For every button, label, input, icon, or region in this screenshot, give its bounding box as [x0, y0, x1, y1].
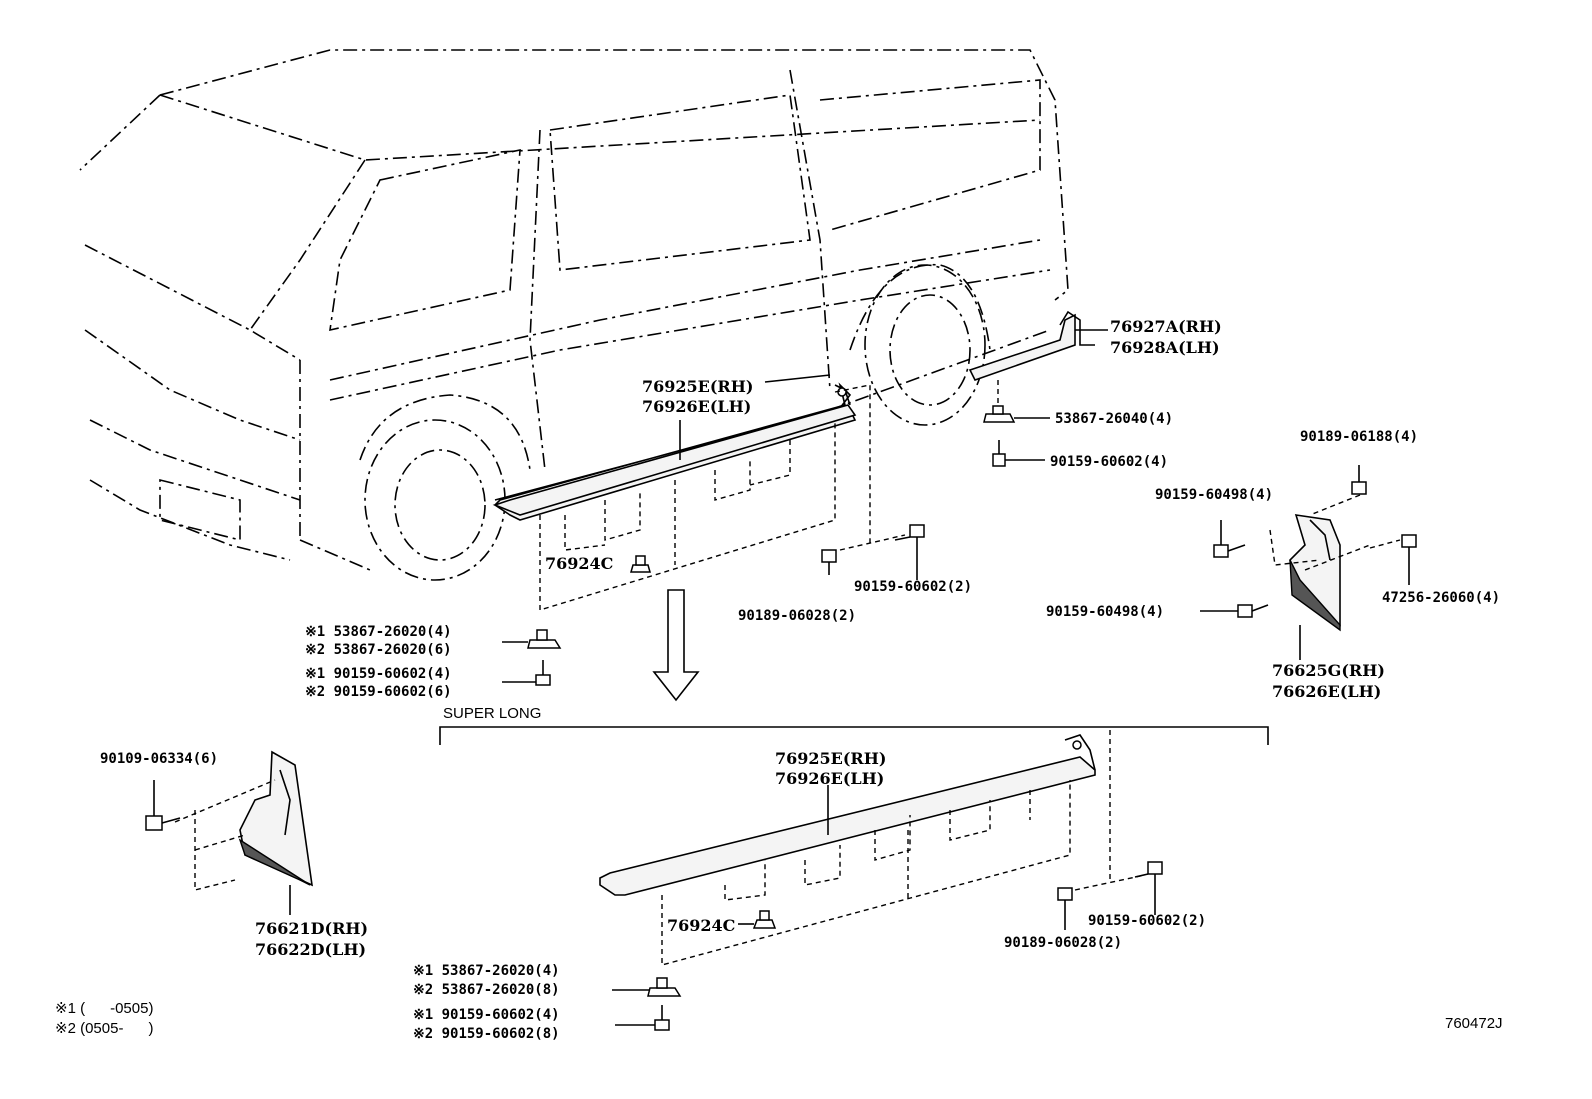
clip-47256-26060 [1369, 534, 1417, 585]
label-mudflap-front-lh: 76622D(LH) [255, 940, 367, 959]
rear-mudflap [1269, 494, 1371, 660]
note-x2: ※2 (0505- ) [55, 1020, 154, 1037]
bolt-90159-60602-lower-end [1134, 861, 1163, 915]
label-bolt-90189-06028-2-a: 90189-06028(2) [738, 608, 857, 624]
bolt-90159-60498-upper [1213, 520, 1246, 558]
super-long-bracket [439, 726, 1269, 745]
nut-53867-26020-upper [502, 629, 562, 649]
nut-53867-26020-lower [612, 977, 682, 997]
bolt-90189-06028-lower [1057, 874, 1146, 930]
label-bolt-90189-06188: 90189-06188(4) [1300, 429, 1419, 445]
label-nut-x2-53867-a: ※2 53867-26020(6) [305, 642, 452, 658]
bolt-90159-60602-rear [992, 440, 1045, 467]
van-outline [79, 49, 1069, 581]
nut-53867-26040 [983, 405, 1050, 423]
label-step-rh-lower: 76925E(RH) [775, 749, 887, 768]
label-bolt-90159-60602-2-b: 90159-60602(2) [1088, 913, 1207, 929]
label-bolt-90109-06334: 90109-06334(6) [100, 751, 219, 767]
label-bolt-90159-60498-b: 90159-60498(4) [1046, 604, 1165, 620]
bolt-90189-06188 [1351, 465, 1367, 495]
label-bolt-x1-90159-b: ※1 90159-60602(4) [413, 1007, 560, 1023]
label-bolt-90159-60602-4: 90159-60602(4) [1050, 454, 1169, 470]
label-step-lh-upper: 76926E(LH) [642, 397, 752, 416]
label-bolt-x1-90159-a: ※1 90159-60602(4) [305, 666, 452, 682]
label-nut-53867-26040: 53867-26040(4) [1055, 411, 1174, 427]
bolt-90159-60602-lower [615, 1005, 670, 1031]
bolt-90189-06028-upper [821, 549, 837, 575]
label-bolt-90189-06028-2-b: 90189-06028(2) [1004, 935, 1123, 951]
label-nut-x2-53867-b: ※2 53867-26020(8) [413, 982, 560, 998]
label-nut-x1-53867-b: ※1 53867-26020(4) [413, 963, 560, 979]
front-mudflap [174, 750, 313, 915]
label-mudflap-rear-lh: 76626E(LH) [1272, 682, 1382, 701]
rear-step [968, 310, 1095, 410]
label-clip-76924c-upper: 76924C [545, 554, 614, 573]
label-rear-step-lh: 76928A(LH) [1110, 338, 1220, 357]
side-step-lower [599, 730, 1111, 966]
label-bolt-x2-90159-b: ※2 90159-60602(8) [413, 1026, 560, 1042]
label-mudflap-rear-rh: 76625G(RH) [1272, 661, 1385, 680]
bolt-90159-60602-step-end [894, 524, 925, 580]
note-x1: ※1 ( -0505) [55, 1000, 154, 1017]
side-step-upper [492, 382, 871, 611]
label-super-long: SUPER LONG [443, 705, 542, 722]
figure-id: 760472J [1445, 1015, 1503, 1032]
bolt-90159-60602-upper [502, 660, 551, 686]
transition-arrow [652, 589, 700, 702]
label-bolt-90159-60602-2-a: 90159-60602(2) [854, 579, 973, 595]
label-clip-47256-26060: 47256-26060(4) [1382, 590, 1501, 606]
label-clip-76924c-lower: 76924C [667, 916, 736, 935]
clip-76924c-lower [738, 910, 777, 929]
label-step-lh-lower: 76926E(LH) [775, 769, 885, 788]
bolt-90109-06334 [145, 780, 181, 831]
leader-lines [764, 329, 1108, 383]
label-bolt-x2-90159-a: ※2 90159-60602(6) [305, 684, 452, 700]
label-step-rh-upper: 76925E(RH) [642, 377, 754, 396]
label-bolt-90159-60498-a: 90159-60498(4) [1155, 487, 1274, 503]
clip-76924c-upper [630, 555, 651, 573]
bolt-90159-60498-lower [1200, 604, 1269, 618]
label-mudflap-front-rh: 76621D(RH) [255, 919, 369, 938]
label-nut-x1-53867-a: ※1 53867-26020(4) [305, 624, 452, 640]
label-rear-step-rh: 76927A(RH) [1110, 317, 1222, 336]
